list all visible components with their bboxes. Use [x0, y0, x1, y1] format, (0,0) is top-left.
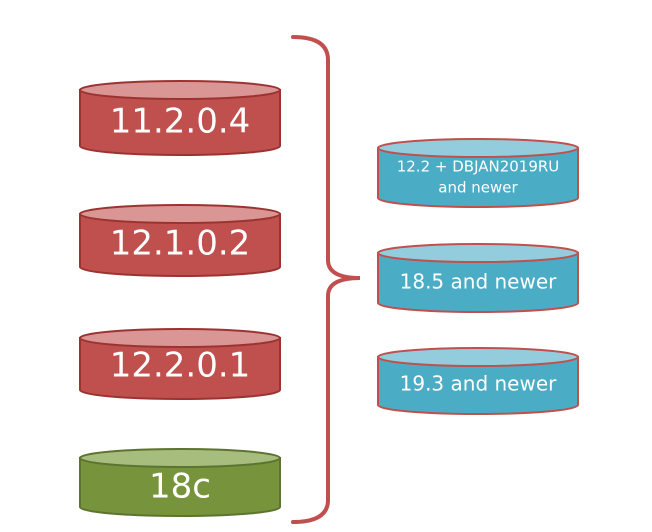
- cylinder-body: [79, 457, 281, 517]
- cylinder-body: [79, 337, 281, 400]
- target-label: 19.3 and newer: [400, 372, 558, 396]
- target-cylinder-19-3: 19.3 and newer: [377, 347, 579, 415]
- cylinder-top: [79, 80, 281, 100]
- source-label: 12.1.0.2: [110, 224, 251, 264]
- source-cylinder-12-2-0-1: 12.2.0.1: [79, 328, 281, 400]
- cylinder-top: [79, 204, 281, 224]
- source-label: 11.2.0.4: [110, 102, 251, 142]
- cylinder-body: [79, 89, 281, 156]
- target-label: 18.5 and newer: [400, 270, 558, 294]
- target-cylinder-18-5: 18.5 and newer: [377, 243, 579, 313]
- cylinder-top: [377, 347, 579, 367]
- cylinder-top: [377, 243, 579, 263]
- cylinder-body: [377, 356, 579, 415]
- source-label: 18c: [149, 467, 211, 507]
- source-label: 12.2.0.1: [110, 346, 251, 386]
- cylinder-body: [377, 147, 579, 208]
- cylinder-body: [377, 252, 579, 313]
- cylinder-top: [377, 138, 579, 158]
- source-cylinder-11-2-0-4: 11.2.0.4: [79, 80, 281, 156]
- target-cylinder-12-2-dbjan2019ru: 12.2 + DBJAN2019RU and newer: [377, 138, 579, 208]
- target-label-line1: 12.2 + DBJAN2019RU: [397, 158, 560, 176]
- cylinder-top: [79, 448, 281, 468]
- source-cylinder-18c: 18c: [79, 448, 281, 517]
- source-cylinder-12-1-0-2: 12.1.0.2: [79, 204, 281, 277]
- cylinder-body: [79, 213, 281, 277]
- cylinder-top: [79, 328, 281, 348]
- curly-brace: [291, 35, 361, 524]
- target-label-line2: and newer: [438, 179, 518, 197]
